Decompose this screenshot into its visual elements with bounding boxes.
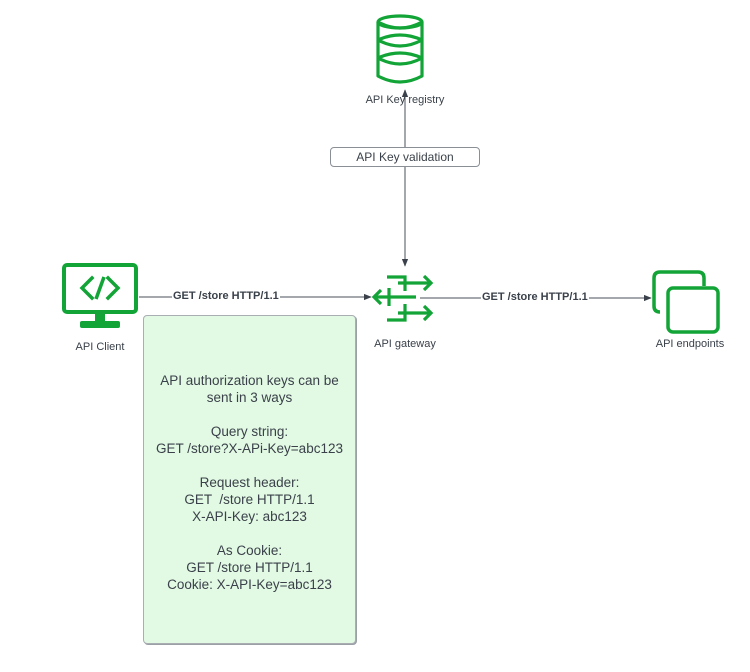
client-gateway-edge-label: GET /store HTTP/1.1 (172, 290, 280, 303)
note-line: API authorization keys can be (160, 373, 339, 388)
note-text: API authorization keys can be sent in 3 w… (144, 372, 355, 593)
registry-label: API Key registry (365, 94, 445, 106)
gateway-icon[interactable] (371, 274, 434, 322)
note-gap (144, 457, 355, 474)
note-line: GET /store HTTP/1.1 (186, 560, 313, 575)
gateway-label: API gateway (374, 338, 436, 350)
gateway-endpoints-edge-label: GET /store HTTP/1.1 (481, 291, 589, 304)
note-line: Request header: (199, 475, 300, 490)
code-monitor-icon[interactable] (62, 263, 138, 328)
note-line: Cookie: X-API-Key=abc123 (167, 577, 332, 592)
api-key-validation-box[interactable]: API Key validation (330, 147, 480, 167)
note-line: GET /store?X-APi-Key=abc123 (156, 441, 343, 456)
note-line: Query string: (210, 424, 289, 439)
authorization-note[interactable]: API authorization keys can be sent in 3 w… (143, 315, 356, 644)
endpoints-label: API endpoints (655, 338, 725, 350)
client-label: API Client (75, 341, 125, 353)
note-line: GET /store HTTP/1.1 (184, 492, 315, 507)
note-line: sent in 3 ways (206, 390, 293, 405)
note-gap (144, 406, 355, 423)
database-icon[interactable] (376, 14, 424, 84)
endpoints-icon[interactable] (652, 270, 720, 334)
note-line: X-API-Key: abc123 (192, 509, 307, 524)
note-gap (144, 525, 355, 542)
note-line: As Cookie: (216, 543, 283, 558)
validation-label: API Key validation (356, 150, 454, 164)
